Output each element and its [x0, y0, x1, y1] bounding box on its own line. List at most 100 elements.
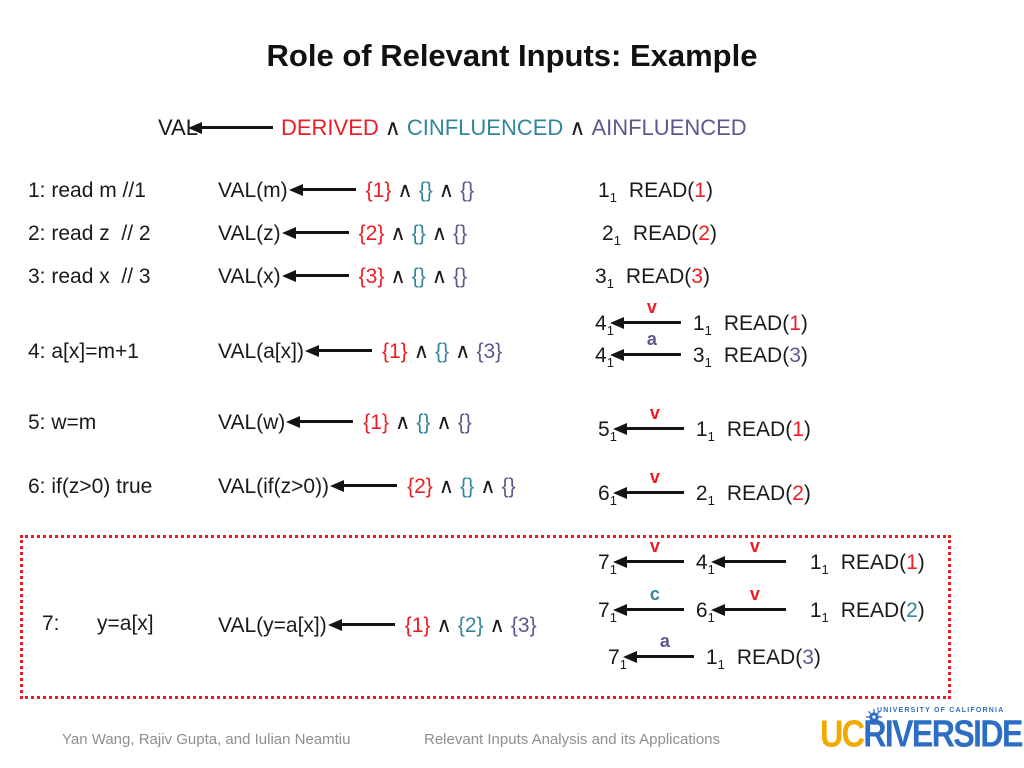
- dependence-label: a: [646, 329, 657, 349]
- dependence-label: v: [649, 403, 660, 423]
- code-line-4: 4: a[x]=m+1: [28, 340, 139, 363]
- stmt-ref: 41: [595, 344, 614, 371]
- ainfluenced-set: {}: [460, 179, 475, 202]
- val-label: VAL(y=a[x]): [218, 614, 327, 637]
- val-label: VAL(a[x]): [218, 340, 304, 363]
- and-operator: ∧: [413, 340, 430, 363]
- stmt-ref: 71: [598, 551, 617, 578]
- stmt-ref: 11: [705, 646, 725, 673]
- and-operator: ∧: [438, 179, 455, 202]
- left-arrow-icon: [301, 188, 356, 191]
- cinfluenced-set: {}: [411, 222, 426, 245]
- val-label: VAL(if(z>0)): [218, 475, 330, 498]
- dependence-label: v: [649, 467, 660, 487]
- stmt-ref: 31: [595, 265, 614, 292]
- val-label: VAL(z): [218, 222, 281, 245]
- read-call: READ(3): [736, 646, 821, 669]
- left-arrow-icon: [294, 231, 349, 234]
- stmt-ref: 11: [809, 551, 829, 578]
- stmt-ref: 21: [602, 222, 621, 249]
- and-operator: ∧: [395, 411, 411, 434]
- left-arrow-icon: [625, 491, 684, 494]
- logo-tagline: UNIVERSITY OF CALIFORNIA: [877, 707, 1005, 714]
- dep-row-4b: 41 a 31 READ(3): [595, 330, 808, 371]
- formula-ainfluenced: AINFLUENCED: [591, 115, 747, 140]
- and-operator: ∧: [397, 179, 413, 202]
- val-row-3: VAL(x){3}∧{}∧{}: [218, 263, 467, 290]
- val-row-6: VAL(if(z>0)){2}∧{}∧{}: [218, 473, 516, 500]
- val-row-2: VAL(z){2}∧{}∧{}: [218, 220, 467, 247]
- formula-derived: DERIVED: [280, 115, 379, 140]
- and-operator: ∧: [455, 340, 471, 363]
- left-arrow-icon: [622, 353, 681, 356]
- stmt-ref: 41: [595, 312, 614, 339]
- and-operator: ∧: [569, 115, 586, 140]
- logo-wordmark: UCRIVERSIDE: [820, 711, 1023, 756]
- read-call: READ(1): [628, 179, 713, 202]
- dependence-label: a: [659, 631, 670, 651]
- derived-set: {2}: [407, 475, 433, 498]
- labeled-arrow: v: [625, 537, 684, 563]
- labeled-arrow: v: [622, 298, 681, 324]
- ainfluenced-set: {3}: [510, 614, 537, 637]
- stmt-ref: 31: [692, 344, 712, 371]
- cinfluenced-set: {}: [418, 179, 433, 202]
- derived-set: {1}: [363, 411, 390, 434]
- derived-set: {1}: [404, 614, 431, 637]
- highlight-box: [20, 535, 951, 699]
- sun-icon: [866, 709, 882, 725]
- read-call: READ(1): [726, 418, 811, 441]
- logo-riverside-text: RIVERSIDE: [863, 712, 1023, 756]
- derived-set: {1}: [365, 179, 392, 202]
- val-label: VAL(x): [218, 265, 281, 288]
- slide-title: Role of Relevant Inputs: Example: [266, 38, 758, 73]
- stmt-ref: 11: [809, 599, 829, 626]
- dep-row-4a: 41 v 11 READ(1): [595, 298, 808, 339]
- ainfluenced-set: {}: [457, 411, 472, 434]
- read-call: READ(2): [632, 222, 717, 245]
- and-operator: ∧: [489, 614, 505, 637]
- formula-cinfluenced: CINFLUENCED: [406, 115, 564, 140]
- and-operator: ∧: [438, 475, 455, 498]
- cinfluenced-set: {2}: [457, 614, 484, 637]
- ainfluenced-set: {}: [501, 475, 516, 498]
- labeled-arrow: v: [625, 404, 684, 430]
- cinfluenced-set: {}: [435, 340, 450, 363]
- left-arrow-icon: [622, 321, 681, 324]
- left-arrow-icon: [635, 655, 694, 658]
- read-call: READ(3): [625, 265, 710, 288]
- val-row-7: VAL(y=a[x]){1}∧{2}∧{3}: [218, 612, 537, 639]
- cinfluenced-set: {}: [460, 475, 475, 498]
- read-call: READ(3): [723, 344, 808, 367]
- stmt-ref: 11: [692, 312, 712, 339]
- val-row-5: VAL(w){1}∧{}∧{}: [218, 409, 472, 436]
- left-arrow-icon: [299, 420, 354, 423]
- val-row-4: VAL(a[x]){1}∧{}∧{3}: [218, 338, 502, 365]
- code-line-3: 3: read x // 3: [28, 265, 151, 288]
- ainfluenced-set: {3}: [476, 340, 503, 363]
- labeled-arrow: c: [625, 585, 684, 611]
- dep-row-3: 31 READ(3): [595, 263, 710, 290]
- left-arrow-icon: [340, 623, 395, 626]
- left-arrow-icon: [294, 274, 349, 277]
- read-call: READ(1): [723, 312, 808, 335]
- and-operator: ∧: [390, 222, 406, 245]
- stmt-ref: 21: [695, 482, 715, 509]
- code-line-6: 6: if(z>0) true: [28, 475, 153, 498]
- left-arrow-icon: [723, 560, 786, 563]
- and-operator: ∧: [390, 265, 406, 288]
- read-call: READ(2): [840, 599, 925, 622]
- and-operator: ∧: [436, 614, 452, 637]
- footer-authors: Yan Wang, Rajiv Gupta, and Iulian Neamti…: [62, 731, 351, 748]
- read-call: READ(1): [840, 551, 925, 574]
- logo-uc-text: UC: [820, 712, 865, 756]
- labeled-arrow: a: [635, 632, 694, 658]
- stmt-ref: 51: [598, 418, 617, 445]
